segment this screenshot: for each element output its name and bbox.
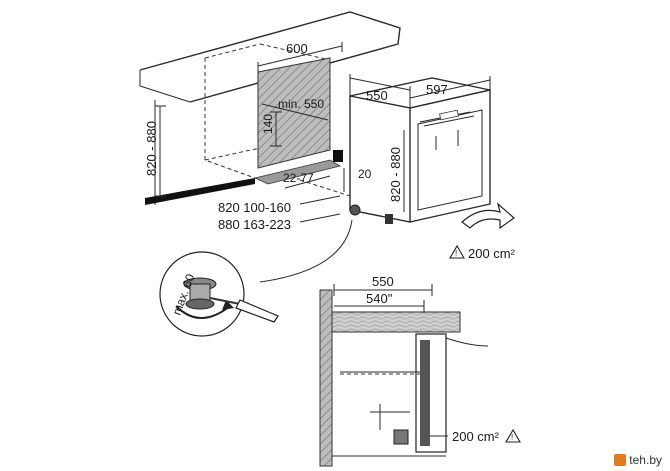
label-597: 597 bbox=[426, 82, 448, 97]
plinth-height-table: 820 100-160 880 163-223 bbox=[218, 195, 341, 232]
dimension-820-880-left: 820 - 880 bbox=[144, 105, 166, 197]
label-550-top: 550 bbox=[366, 88, 388, 103]
screwdriver-icon bbox=[209, 297, 279, 323]
label-20: 20 bbox=[358, 167, 372, 181]
warning-icon-bottom bbox=[505, 428, 521, 443]
airflow-label-bottom: 200 cm² ! bbox=[452, 428, 521, 444]
section-wall bbox=[319, 289, 333, 467]
airflow-label-top: ! 200 cm² bbox=[449, 244, 516, 261]
dimension-22-77: 22-77 bbox=[283, 171, 331, 189]
label-540-section: 540" bbox=[366, 291, 393, 306]
dimension-min-550: min. 550 bbox=[261, 97, 329, 121]
dimension-540-section: 540" bbox=[334, 291, 425, 312]
dimension-600: 600 bbox=[257, 41, 343, 72]
dimension-820-880-right: 820 - 880 bbox=[388, 130, 405, 212]
warning-icon bbox=[449, 244, 465, 259]
label-600: 600 bbox=[286, 41, 308, 56]
section-appliance bbox=[340, 333, 489, 453]
watermark: teh.by bbox=[614, 453, 662, 467]
foot-adjust-detail: max. 60 bbox=[159, 251, 245, 337]
refrigerator-unit bbox=[349, 77, 491, 224]
label-140: 140 bbox=[261, 114, 275, 134]
watermark-text: teh.by bbox=[629, 453, 662, 467]
label-820-880-left: 820 - 880 bbox=[144, 121, 159, 176]
table-row-1: 820 100-160 bbox=[218, 200, 291, 215]
dimension-140: 140 bbox=[261, 111, 282, 147]
callout-line bbox=[259, 219, 353, 283]
section-floor bbox=[332, 404, 448, 457]
airflow-arrow-top bbox=[461, 202, 515, 230]
dimension-20: 20 bbox=[343, 167, 372, 192]
dimension-597: 597 bbox=[409, 76, 491, 99]
airflow-text-top: 200 cm² bbox=[468, 246, 516, 261]
table-row-2: 880 163-223 bbox=[218, 217, 291, 232]
dimension-550-top: 550 bbox=[349, 74, 411, 108]
airflow-text-bottom: 200 cm² bbox=[452, 429, 500, 444]
svg-text:!: ! bbox=[511, 433, 513, 442]
section-worktop bbox=[331, 311, 461, 333]
label-min-550: min. 550 bbox=[278, 97, 324, 111]
label-820-880-right: 820 - 880 bbox=[388, 147, 403, 202]
svg-text:!: ! bbox=[455, 249, 457, 258]
watermark-logo-icon bbox=[614, 454, 627, 466]
dimension-550-section: 550 bbox=[333, 274, 433, 296]
label-550-section: 550 bbox=[372, 274, 394, 289]
label-22-77: 22-77 bbox=[283, 171, 314, 185]
